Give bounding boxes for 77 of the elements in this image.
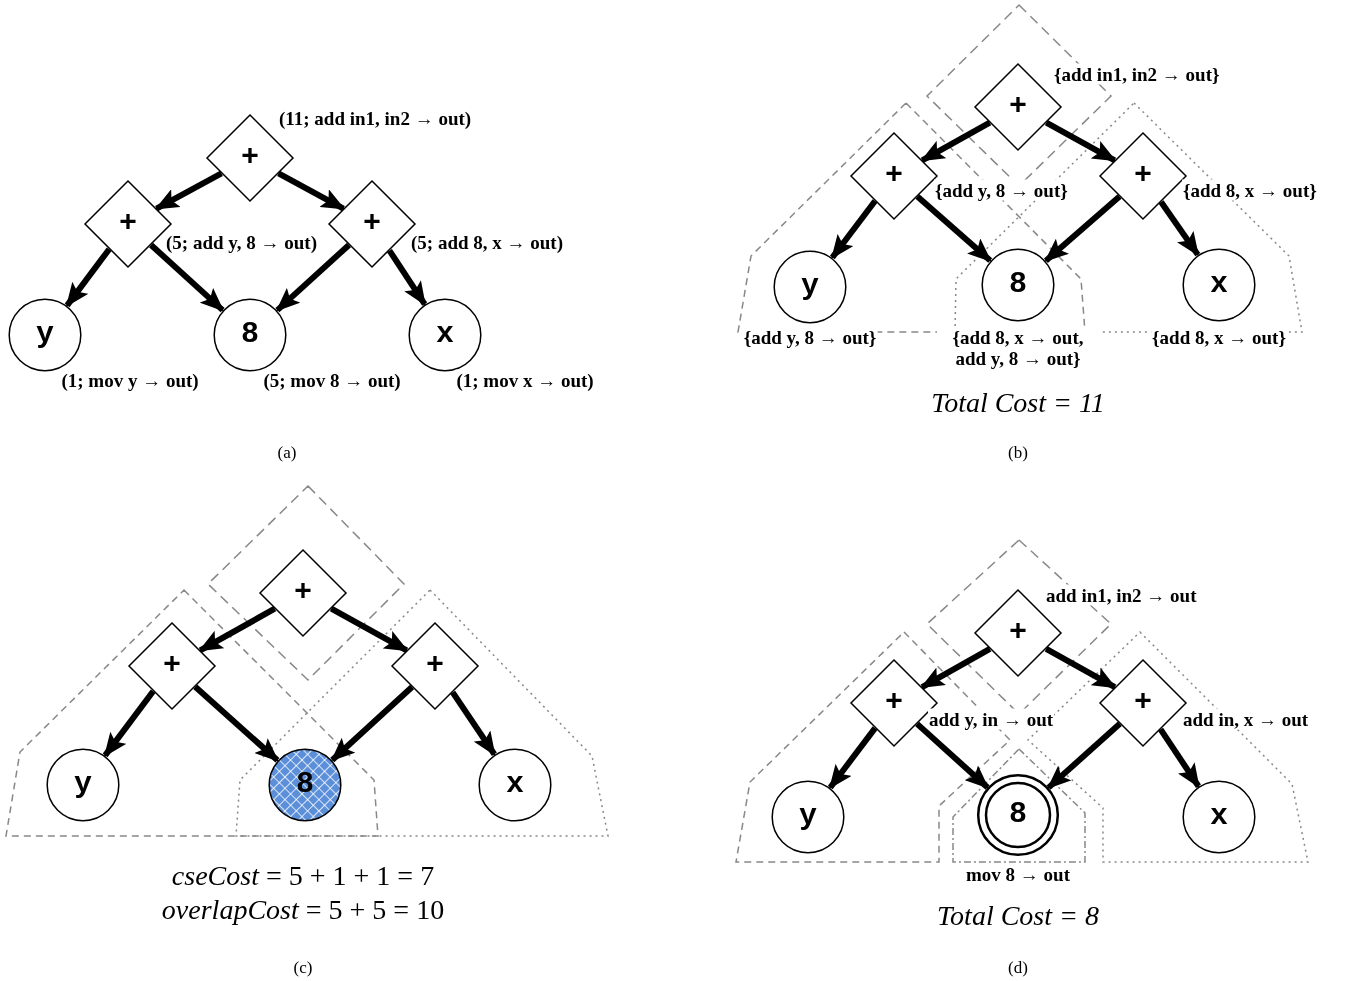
arrow bbox=[920, 646, 992, 690]
node-label: x bbox=[1210, 269, 1228, 300]
arrow bbox=[827, 726, 878, 790]
operand-circle bbox=[408, 298, 482, 372]
node-label: y bbox=[74, 769, 92, 800]
arrow bbox=[330, 684, 415, 763]
node-label: + bbox=[1134, 687, 1152, 718]
node-annotation: {add y, 8 → out} bbox=[934, 179, 1069, 201]
operand-circle bbox=[1182, 780, 1256, 854]
operand-circle bbox=[1182, 248, 1256, 322]
node-label: 8 bbox=[1009, 799, 1027, 830]
operator-diamond bbox=[128, 622, 216, 710]
arrow bbox=[920, 120, 992, 163]
panel-caption: (c) bbox=[293, 958, 313, 978]
arrow bbox=[1043, 194, 1122, 263]
node-annotation: add y, in → out bbox=[928, 708, 1055, 730]
arrow bbox=[1046, 721, 1122, 790]
operator-diamond bbox=[391, 622, 479, 710]
node-annotation: {add 8, x → out} bbox=[1182, 179, 1318, 201]
panel-caption: (b) bbox=[1008, 443, 1028, 463]
total-cost-text: Total Cost = 8 bbox=[937, 900, 1099, 932]
arrow bbox=[915, 721, 990, 790]
node-label: + bbox=[294, 577, 312, 608]
node-label: + bbox=[1009, 617, 1027, 648]
node-label: + bbox=[426, 650, 444, 681]
operand-circle bbox=[213, 298, 287, 372]
node-label: + bbox=[885, 687, 903, 718]
arrow bbox=[1158, 727, 1201, 788]
node-label: + bbox=[163, 650, 181, 681]
arrow bbox=[64, 247, 112, 308]
arrow bbox=[829, 199, 878, 260]
node-label: y bbox=[801, 271, 819, 302]
arrow bbox=[1044, 120, 1117, 163]
cost-formula: cseCost = 5 + 1 + 1 = 7 bbox=[171, 860, 435, 892]
operator-diamond bbox=[259, 549, 347, 637]
node-label: + bbox=[119, 208, 137, 239]
node-label: + bbox=[1009, 91, 1027, 122]
node-label: y bbox=[36, 319, 54, 350]
node-annotation: {add in1, in2 → out} bbox=[1053, 63, 1221, 85]
arrow bbox=[275, 242, 351, 313]
operand-circle bbox=[981, 248, 1055, 322]
operand-circle bbox=[771, 780, 845, 854]
node-annotation: {add 8, x → out, add y, 8 → out} bbox=[937, 327, 1099, 369]
node-label: + bbox=[1134, 160, 1152, 191]
node-annotation: add in, x → out bbox=[1182, 708, 1310, 730]
arrow bbox=[193, 684, 280, 763]
node-label: y bbox=[799, 801, 817, 832]
arrow bbox=[102, 689, 156, 758]
arrow bbox=[450, 690, 497, 756]
arrow bbox=[329, 606, 409, 653]
node-label: + bbox=[241, 142, 259, 173]
arrow bbox=[1158, 200, 1201, 257]
node-label: 8 bbox=[241, 319, 259, 350]
arrow bbox=[149, 242, 225, 313]
panel-caption: (d) bbox=[1008, 958, 1028, 978]
node-label: + bbox=[885, 160, 903, 191]
node-label: x bbox=[1210, 801, 1228, 832]
operand-circle bbox=[8, 298, 82, 372]
node-label: x bbox=[506, 769, 524, 800]
arrow bbox=[1044, 646, 1117, 690]
operand-circle bbox=[478, 748, 552, 822]
panel-caption: (a) bbox=[277, 443, 297, 463]
node-label: x bbox=[436, 319, 454, 350]
cost-formula: overlapCost = 5 + 5 = 10 bbox=[161, 894, 445, 926]
node-label: + bbox=[363, 208, 381, 239]
node-annotation: add in1, in2 → out bbox=[1045, 584, 1198, 606]
operand-circle bbox=[268, 748, 342, 822]
arrow bbox=[277, 170, 346, 212]
operand-circle bbox=[977, 774, 1059, 856]
operand-circle bbox=[46, 748, 120, 822]
arrow bbox=[915, 194, 993, 263]
operand-circle bbox=[773, 250, 847, 324]
arrow bbox=[154, 170, 223, 212]
arrow bbox=[386, 248, 428, 306]
node-label: 8 bbox=[1009, 269, 1027, 300]
total-cost-text: Total Cost = 11 bbox=[931, 387, 1105, 419]
arrow bbox=[198, 606, 277, 653]
